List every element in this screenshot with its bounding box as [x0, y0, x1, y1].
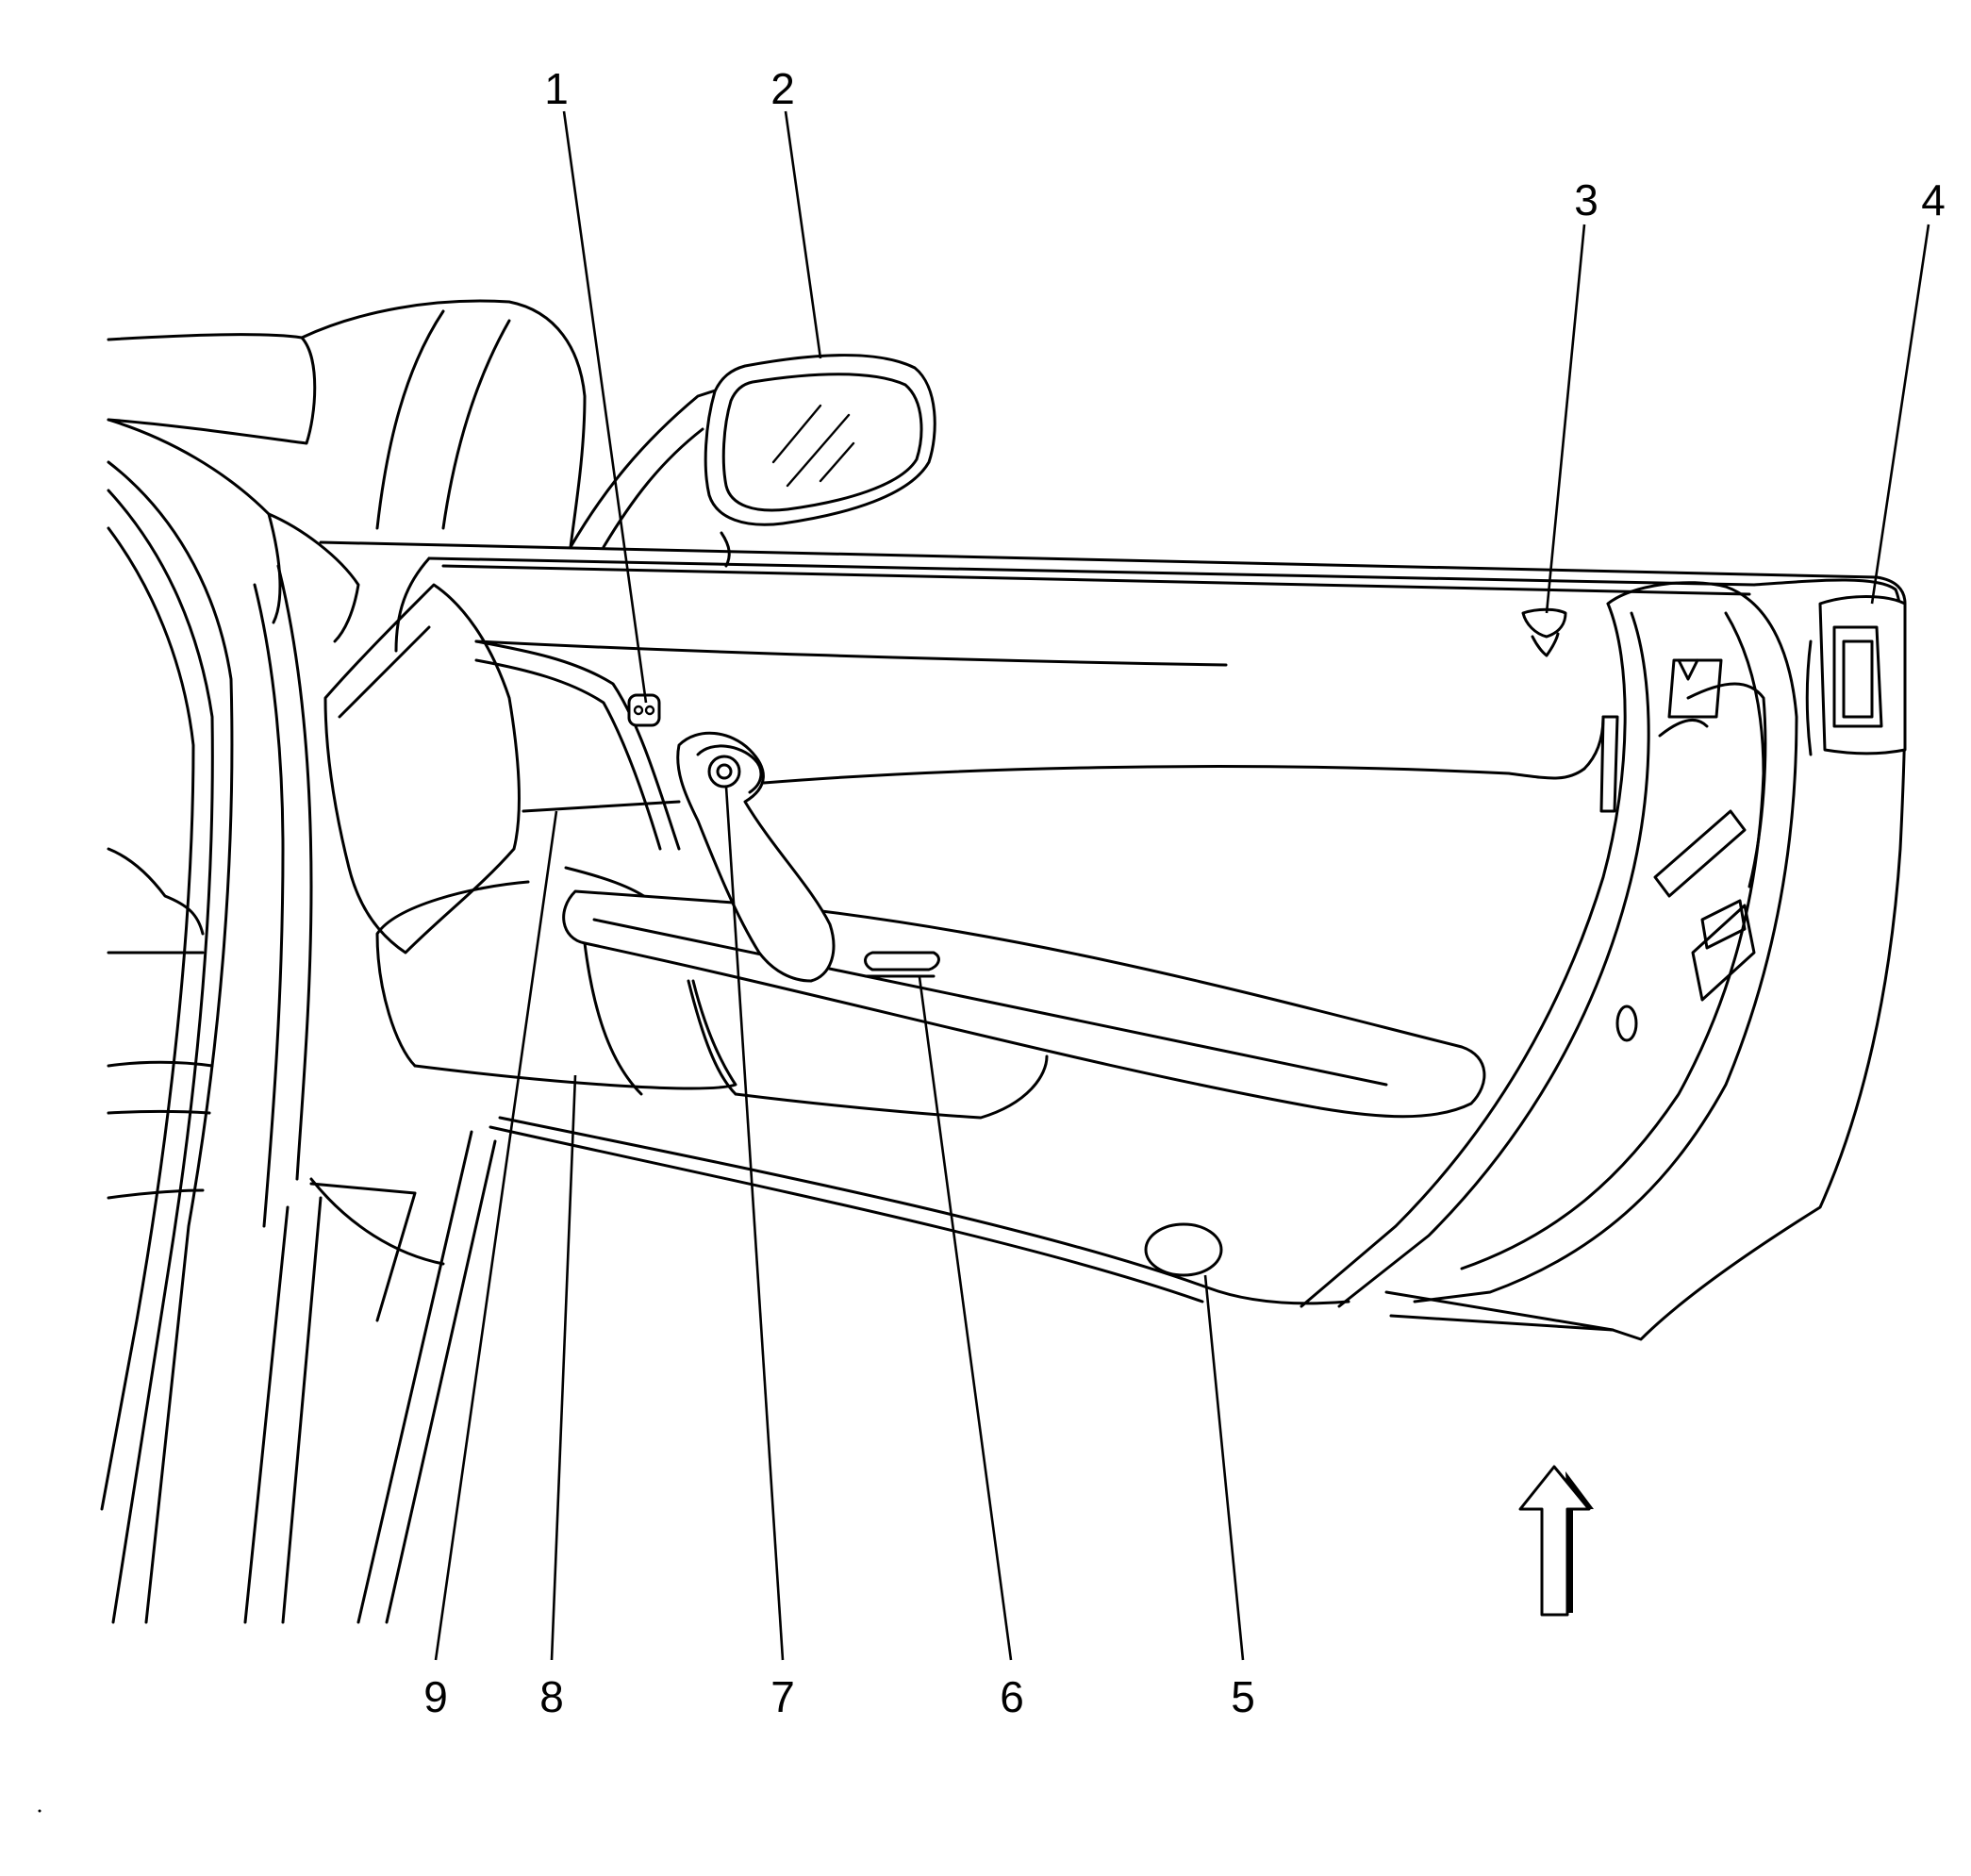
leader-line-2	[784, 110, 822, 359]
up-arrow-icon	[1518, 1465, 1594, 1617]
leader-line-1	[562, 110, 648, 704]
callout-labels: 1 2 3 4 5 6 7 8 9	[423, 64, 1946, 1721]
leader-lines	[434, 110, 1930, 1661]
outside-mirror	[569, 354, 936, 568]
vehicle-body	[100, 299, 587, 1624]
leader-line-6	[918, 976, 1013, 1661]
callout-5: 5	[1231, 1672, 1255, 1721]
leader-line-5	[1203, 1274, 1245, 1661]
speck-mark	[38, 1809, 41, 1813]
callout-9: 9	[423, 1672, 448, 1721]
door-trim-panel	[319, 540, 1907, 1341]
callout-3: 3	[1574, 175, 1598, 224]
callout-8: 8	[539, 1672, 564, 1721]
callout-7: 7	[770, 1672, 795, 1721]
leader-line-7	[724, 786, 785, 1661]
callout-6: 6	[1000, 1672, 1024, 1721]
leader-line-9	[434, 810, 558, 1661]
callout-1: 1	[544, 64, 569, 113]
rear-corner-bracket	[1805, 595, 1907, 756]
leader-line-8	[550, 1074, 577, 1661]
callout-4: 4	[1921, 175, 1946, 224]
leader-line-3	[1545, 224, 1586, 614]
callout-2: 2	[770, 64, 795, 113]
leader-line-4	[1870, 224, 1930, 605]
